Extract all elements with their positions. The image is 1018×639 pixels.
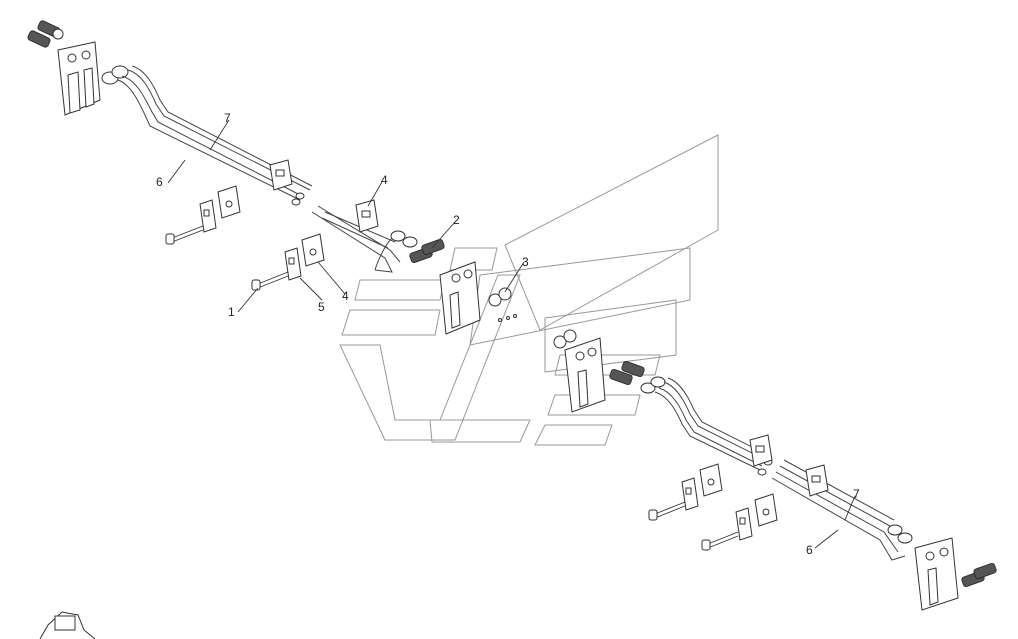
nuts-lower [553, 329, 577, 349]
callout-1: 1 [228, 305, 235, 319]
fittings-top-left [101, 65, 129, 85]
mounting-bracket-lower-right [914, 537, 959, 611]
callout-7-lower: 7 [853, 487, 860, 501]
callout-4-upper: 4 [381, 173, 388, 187]
fittings-lower-right [887, 524, 913, 544]
callout-7-upper: 7 [224, 111, 231, 125]
clamp-plate-lower [681, 477, 699, 511]
pipes-lower [654, 377, 906, 561]
callout-6-upper: 6 [156, 175, 163, 189]
bolt-lower-2 [701, 531, 739, 551]
watermark-logo [339, 134, 719, 446]
mounting-bracket-top-left [57, 41, 101, 116]
clamp-lower-2 [699, 463, 723, 497]
clamp-lower-1 [749, 434, 773, 467]
mounting-bracket-lower-left [564, 337, 606, 413]
callout-6-lower: 6 [806, 543, 813, 557]
bolt-pair-lower-left [609, 360, 645, 386]
bolt-pair-top-left [27, 20, 64, 48]
clamp-upper-3 [355, 199, 379, 233]
lower-assembly [553, 329, 997, 611]
fittings-lower-left [640, 376, 666, 394]
clamp-plate-upper-2 [284, 247, 302, 281]
clamp-plate-upper [199, 199, 217, 233]
fittings-middle [390, 230, 445, 264]
callout-5: 5 [318, 300, 325, 314]
bolt-lower-1 [648, 501, 686, 521]
clamp-upper-1 [269, 159, 293, 191]
callouts: 7 6 4 2 3 4 5 1 7 6 [156, 111, 860, 557]
clamp-upper-4 [301, 233, 325, 267]
clamp-upper-2 [217, 185, 241, 219]
nuts-center [488, 287, 517, 322]
mounting-bracket-center [439, 261, 481, 335]
bolt-upper-1 [165, 225, 204, 245]
callout-4-lower: 4 [342, 289, 349, 303]
clamp-plate-lower-2 [735, 507, 753, 541]
upper-assembly [27, 20, 517, 335]
callout-3: 3 [522, 255, 529, 269]
bolt-pair-lower-right [961, 562, 997, 588]
clamp-lower-3 [805, 464, 829, 497]
callout-2: 2 [453, 213, 460, 227]
clamp-lower-4 [754, 493, 778, 527]
pipes-upper [117, 65, 401, 273]
bolt-upper-2 [251, 271, 289, 291]
leader-lines [167, 119, 856, 549]
partial-component-bottom-left [39, 611, 96, 639]
